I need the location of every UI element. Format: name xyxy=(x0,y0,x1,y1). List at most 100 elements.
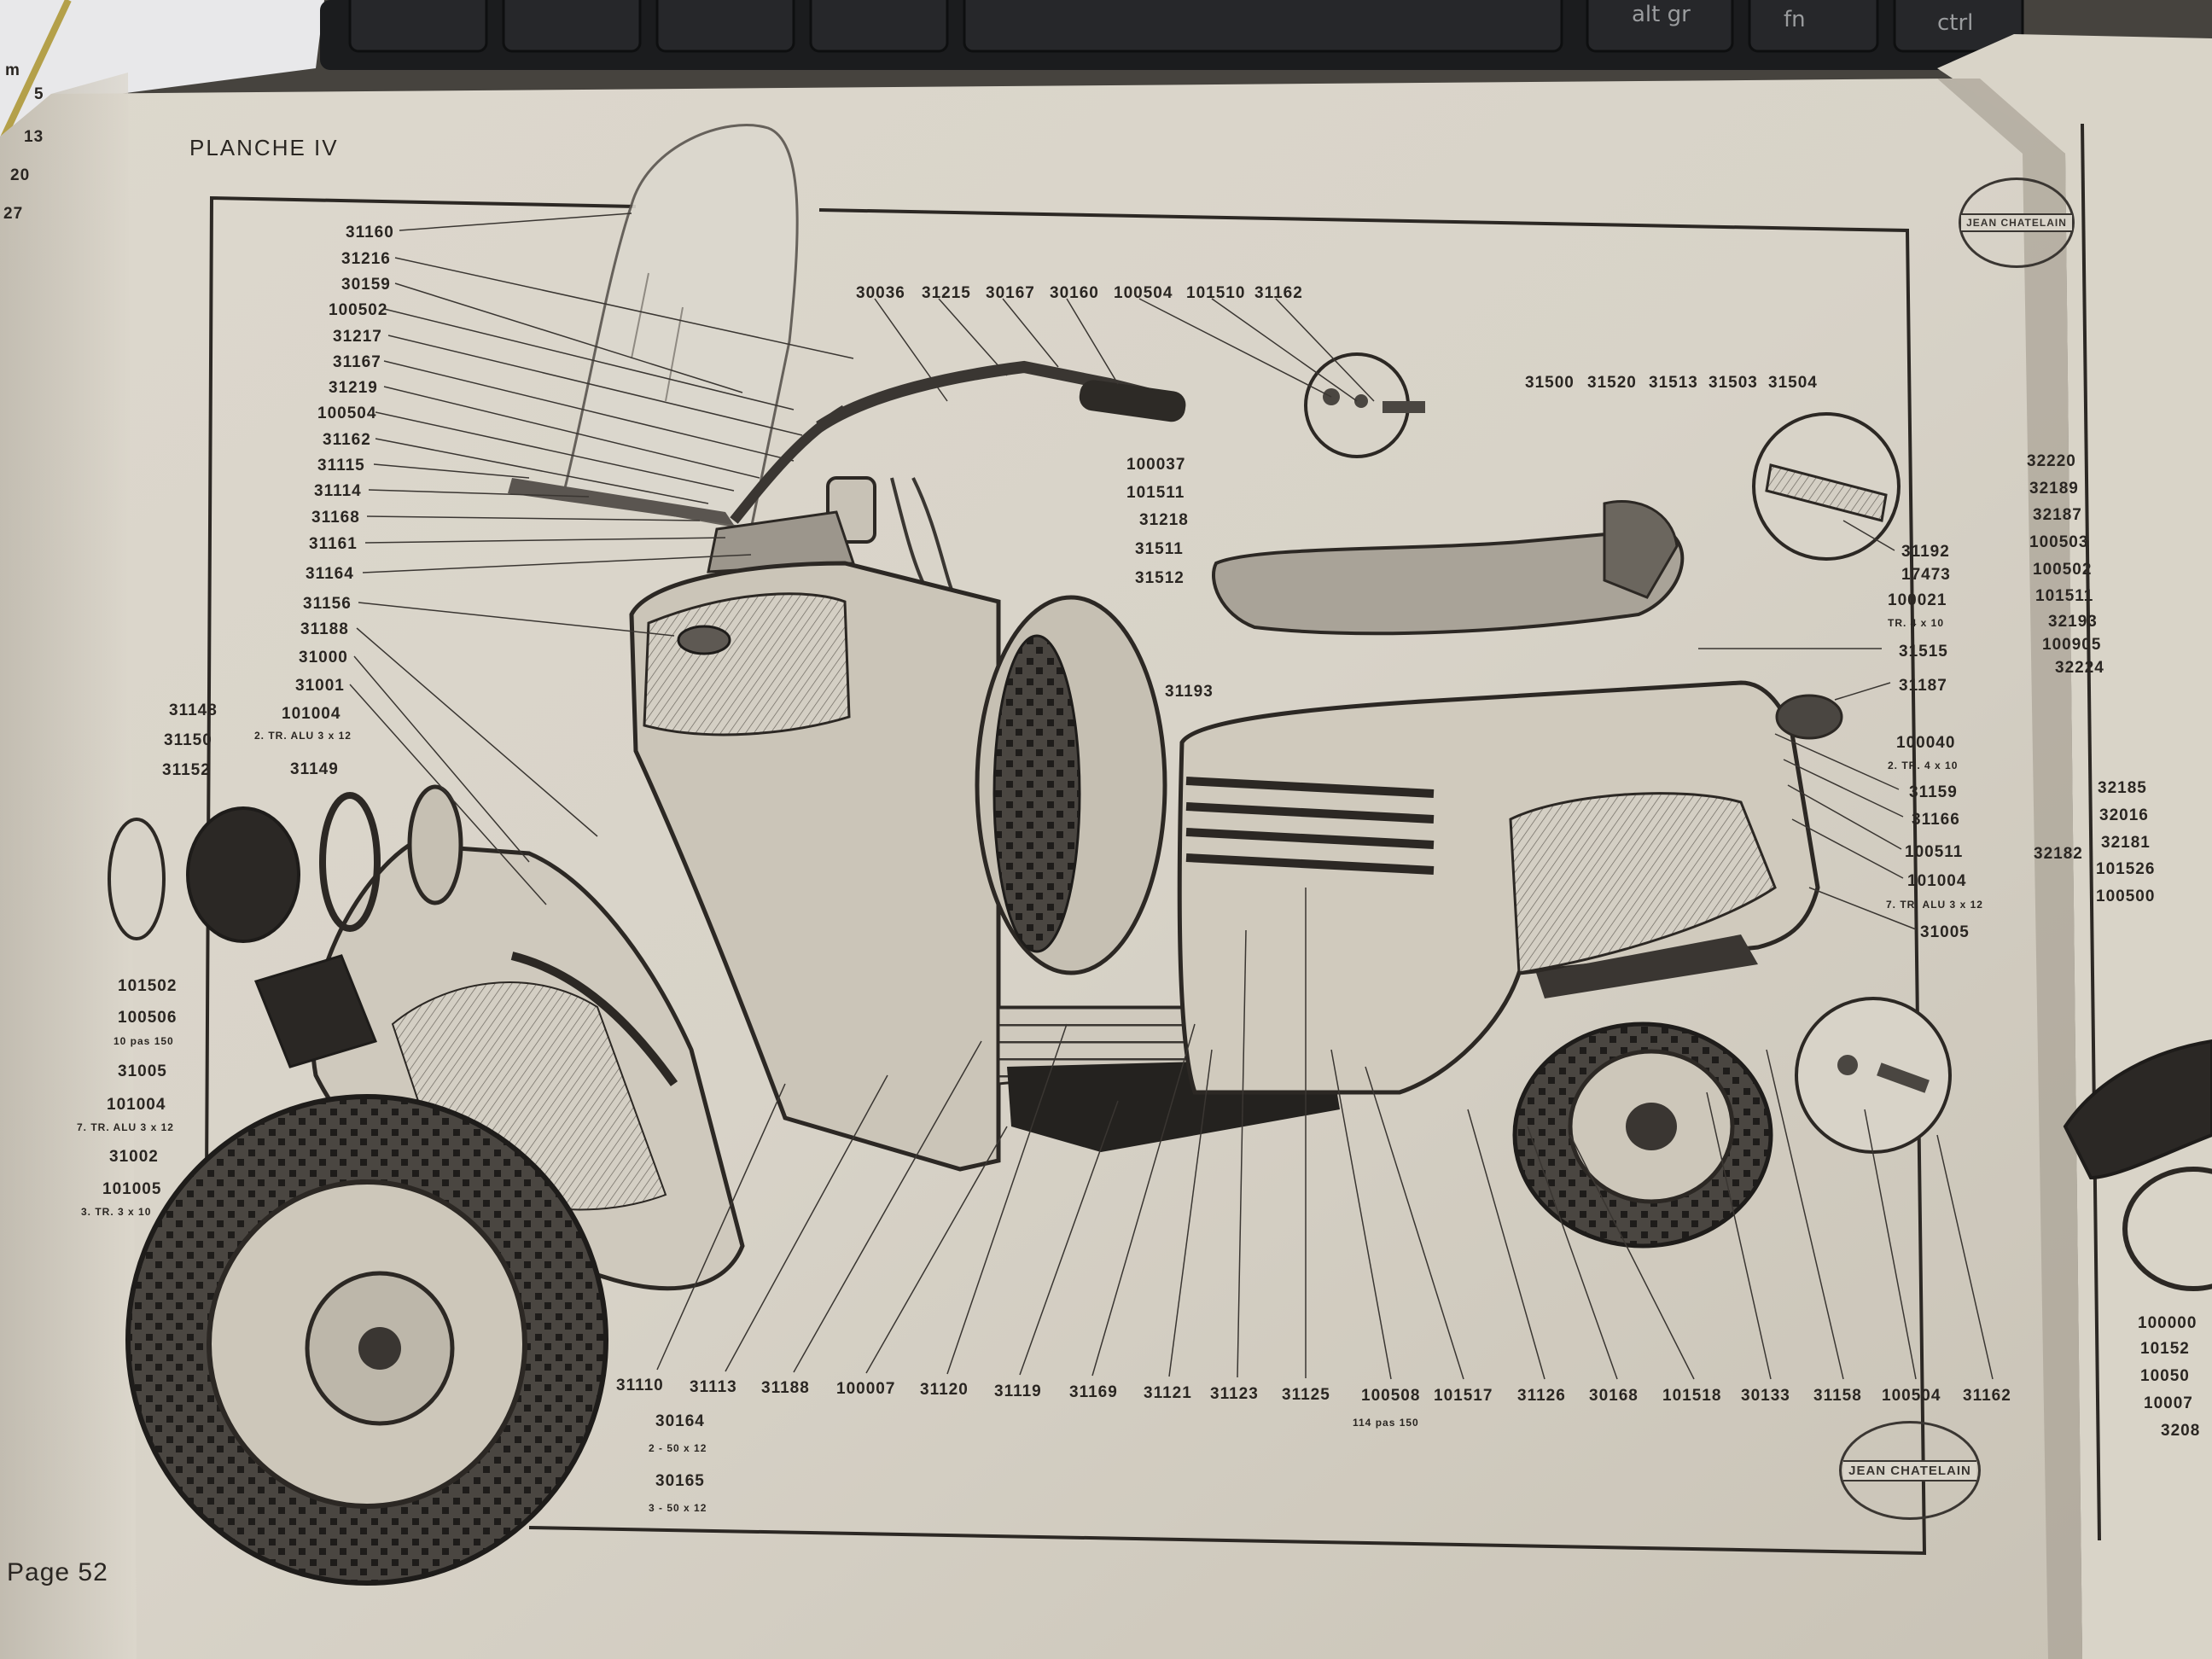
right-page-part-number: 101526 xyxy=(2096,860,2156,878)
part-number-callout: 31005 xyxy=(118,1062,167,1080)
right-page-part-number: 32189 xyxy=(2029,480,2079,498)
right-page-part-number: 3208 xyxy=(2161,1422,2201,1440)
margin-note-digit: 20 xyxy=(10,166,31,184)
part-number-callout: 100504 xyxy=(317,405,377,422)
part-number-callout: 31187 xyxy=(1899,677,1947,695)
publisher-stamp-right-page: JEAN CHATELAIN xyxy=(1959,178,2075,268)
part-number-callout: 31149 xyxy=(290,760,339,778)
part-number-callout: 100504 xyxy=(1882,1387,1941,1405)
part-number-callout: 100040 xyxy=(1896,734,1956,752)
part-number-callout: 30160 xyxy=(1050,284,1099,302)
part-number-callout: 101517 xyxy=(1434,1387,1493,1405)
part-number-callout: 100511 xyxy=(1905,843,1964,861)
right-page-part-number: 32220 xyxy=(2027,452,2076,470)
part-number-callout: 100021 xyxy=(1888,591,1947,609)
headlight-opening xyxy=(407,784,463,905)
part-number-callout: 31167 xyxy=(333,353,381,371)
part-number-callout: 31217 xyxy=(333,328,382,346)
part-number-callout: 101004 xyxy=(1907,872,1967,890)
plate-title: PLANCHE IV xyxy=(189,135,339,160)
part-number-callout: 100506 xyxy=(118,1009,178,1027)
part-number-callout: 31114 xyxy=(314,482,362,500)
part-number-callout: 100502 xyxy=(329,301,388,319)
rear-wheel xyxy=(1512,1022,1773,1249)
part-number-callout: 31121 xyxy=(1144,1384,1192,1402)
part-number-callout: 31504 xyxy=(1768,374,1818,392)
part-number-callout: 31158 xyxy=(1813,1387,1862,1405)
right-page-part-number: 32016 xyxy=(2099,806,2149,824)
headlight-lens xyxy=(108,818,166,940)
part-number-callout: 30168 xyxy=(1589,1387,1639,1405)
part-number-callout: 100504 xyxy=(1114,284,1173,302)
loose-paper xyxy=(0,0,324,256)
badge-emblem xyxy=(677,625,731,655)
part-number-callout: 31188 xyxy=(761,1379,810,1397)
right-page-part-drawing xyxy=(2063,1039,2212,1180)
part-number-callout: 31001 xyxy=(295,677,345,695)
part-number-callout: 101510 xyxy=(1186,284,1246,302)
part-number-callout: 31168 xyxy=(311,509,360,527)
part-number-callout: 31115 xyxy=(317,457,365,474)
mudguard-trim xyxy=(510,952,678,1086)
part-number-callout: 31113 xyxy=(690,1378,737,1396)
key-fn: fn xyxy=(1784,7,1806,32)
detail-circle-bolts xyxy=(1304,352,1425,458)
part-number-callout: 31166 xyxy=(1912,811,1960,829)
page-gutter xyxy=(1937,79,2082,1659)
fastener-spec-callout: 7. TR. ALU 3 x 12 xyxy=(1886,899,1983,911)
right-page-part-number: 32185 xyxy=(2098,779,2147,797)
part-number-callout: 17473 xyxy=(1901,566,1951,584)
right-page-part-number: 100503 xyxy=(2029,533,2089,551)
horn-grille xyxy=(253,954,378,1068)
right-page-part-number: 32182 xyxy=(2034,845,2083,863)
brake-lever xyxy=(508,478,734,525)
air-vents xyxy=(1185,777,1435,875)
part-number-callout: 31159 xyxy=(1909,783,1958,801)
headlight-ring xyxy=(319,792,381,932)
part-number-callout: 31150 xyxy=(164,731,212,749)
part-number-callout: 31161 xyxy=(309,535,358,553)
margin-note-digit: 5 xyxy=(34,85,44,103)
margin-note-digit: m xyxy=(5,61,20,79)
fastener-spec-callout: 2. TR. ALU 3 x 12 xyxy=(254,730,352,742)
right-page xyxy=(1937,34,2212,1659)
fastener-spec-callout: 3 - 50 x 12 xyxy=(649,1502,707,1514)
detail-circle-seat-fastener xyxy=(1752,412,1901,561)
saddle xyxy=(1212,527,1685,636)
pencil xyxy=(0,0,72,147)
part-number-callout: 31511 xyxy=(1135,540,1184,558)
left-page-edge xyxy=(0,73,137,1659)
handlebar-grip xyxy=(1079,380,1186,422)
right-page-part-number: 32224 xyxy=(2055,659,2104,677)
luggage-rack xyxy=(1536,934,1758,998)
part-number-callout: 31120 xyxy=(920,1381,969,1399)
publisher-stamp-text: JEAN CHATELAIN xyxy=(1843,1459,1976,1481)
part-number-callout: 30159 xyxy=(341,276,391,294)
publisher-stamp-right-text: JEAN CHATELAIN xyxy=(1961,213,2072,232)
margin-note-digit: 13 xyxy=(24,128,44,146)
windshield xyxy=(562,124,799,531)
part-number-callout: 30164 xyxy=(655,1412,705,1430)
fastener-spec-callout: TR. 4 x 10 xyxy=(1888,617,1945,629)
part-number-callout: 31162 xyxy=(1963,1387,2011,1405)
margin-note-digit: 27 xyxy=(3,205,24,223)
right-page-part-number: 32187 xyxy=(2033,506,2082,524)
part-number-callout: 31000 xyxy=(299,649,348,667)
part-number-callout: 31164 xyxy=(306,565,354,583)
saddle-spring xyxy=(1603,499,1679,599)
page-number: Page 52 xyxy=(7,1558,108,1586)
part-number-callout: 31215 xyxy=(922,284,971,302)
tail-light xyxy=(1775,694,1843,740)
part-number-callout: 31193 xyxy=(1165,683,1214,701)
part-number-callout: 31002 xyxy=(109,1148,159,1166)
part-number-callout: 31125 xyxy=(1282,1386,1330,1404)
right-page-part-number: 100500 xyxy=(2096,888,2156,905)
part-number-callout: 31513 xyxy=(1649,374,1698,392)
fastener-spec-callout: 2. TR. 4 x 10 xyxy=(1888,760,1959,771)
fastener-spec-callout: 2 - 50 x 12 xyxy=(649,1442,707,1454)
front-wheel xyxy=(125,1094,608,1586)
part-number-callout: 100508 xyxy=(1361,1387,1421,1405)
detail-circle-wheel-nut xyxy=(1795,997,1952,1154)
part-number-callout: 30133 xyxy=(1741,1387,1790,1405)
part-number-callout: 100037 xyxy=(1126,456,1186,474)
